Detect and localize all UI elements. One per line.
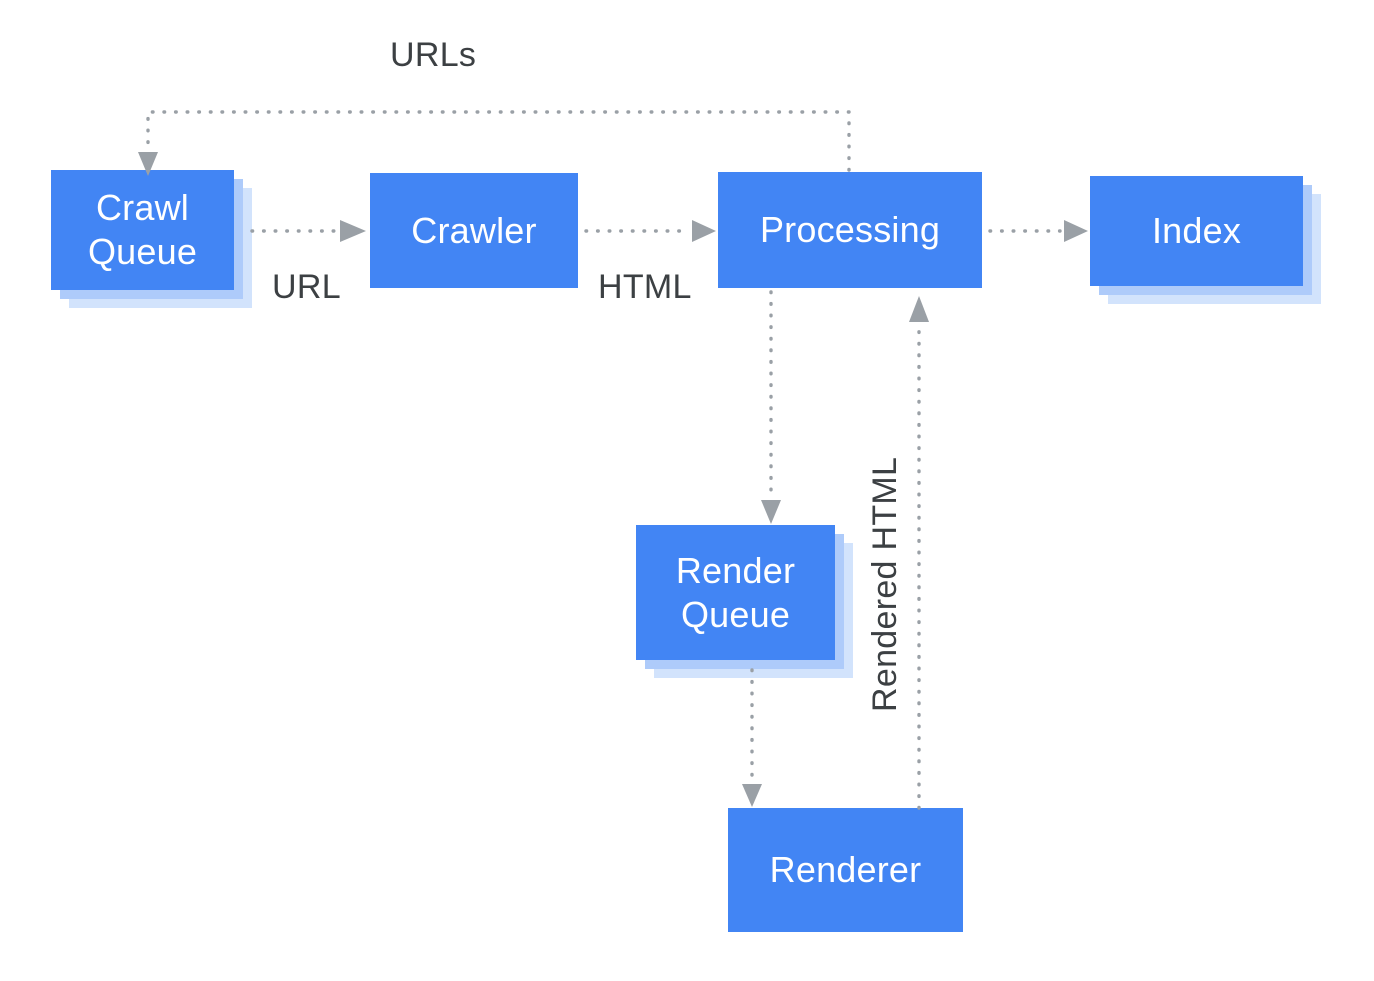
edge-to-renderer [742,668,762,807]
node-render-queue[interactable]: Render Queue [636,525,835,660]
edge-to-index [988,220,1088,242]
edge-label-url: URL [272,268,341,306]
edge-urls [138,110,851,176]
edge-label-html: HTML [598,268,692,306]
edge-to-render-queue [761,290,781,524]
edge-html [584,220,716,242]
edge-label-rendered-html: Rendered HTML [866,456,904,712]
node-crawl-queue[interactable]: Crawl Queue [51,170,234,290]
node-processing[interactable]: Processing [718,172,982,288]
edge-label-urls: URLs [390,36,477,74]
node-index[interactable]: Index [1090,176,1303,286]
node-crawler[interactable]: Crawler [370,173,578,288]
node-renderer[interactable]: Renderer [728,808,963,932]
edge-url [250,220,366,242]
edge-rendered-html [909,296,929,810]
